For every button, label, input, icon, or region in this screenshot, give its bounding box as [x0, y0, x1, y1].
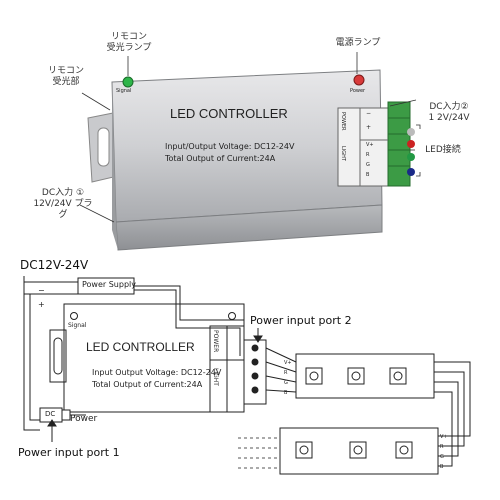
diagram-connector — [243, 339, 267, 405]
signal-led — [122, 76, 134, 88]
photo-terminal-r: R — [366, 152, 370, 158]
callout-remote-receiver: リモコン 受光部 — [47, 66, 84, 87]
strip2-pins: V+ R G B — [440, 432, 448, 472]
diagram-spec-line2: Total Output of Current:24A — [92, 380, 203, 389]
diagram-dc-label: DC12V-24V — [20, 258, 89, 272]
diagram-power-supply-label: Power Supply — [82, 280, 136, 289]
power-led — [353, 74, 365, 86]
diagram-port2-label: Power input port 2 — [250, 314, 352, 327]
diagram-minus-sign: − — [38, 286, 45, 295]
photo-signal-text: Signal — [116, 88, 132, 94]
terminal-block — [337, 101, 411, 187]
strip-wiring — [265, 347, 471, 467]
led-dot-blue — [407, 168, 415, 176]
diagram-power-text: Power — [70, 414, 98, 424]
strip1-pin-vplus: V+ — [284, 360, 292, 366]
photo-terminal-b: B — [366, 172, 370, 178]
callout-dc-input-2: DC入力② 1 2V/24V — [428, 102, 470, 123]
photo-terminal-vplus: V+ — [366, 142, 374, 148]
photo-power-text: Power — [350, 88, 366, 94]
strip1-pin-b: B — [284, 390, 288, 396]
callout-remote-lamp: リモコン 受光ランプ — [106, 32, 152, 53]
photo-terminal-plus: + — [366, 124, 372, 131]
power-wiring — [23, 276, 245, 431]
controller-body — [111, 69, 383, 251]
diagram-signal-led — [70, 312, 78, 320]
diagram-dc-box-label: DC — [45, 410, 56, 418]
diagram-terminal-light: LIGHT — [212, 368, 219, 386]
strip2-pin-vplus: V+ — [440, 434, 448, 440]
photo-terminal-power: POWER — [340, 112, 346, 131]
diagram-signal-text: Signal — [68, 322, 87, 329]
strip2-pin-g: G — [440, 454, 444, 460]
photo-spec-line2: Total Output of Current:24A — [165, 154, 276, 163]
diagram-plus-sign: + — [38, 300, 45, 309]
diagram-power-led — [228, 312, 236, 320]
photo-leader-lines — [79, 52, 421, 223]
strip2-pin-b: B — [440, 464, 444, 470]
photo-terminal-minus: − — [366, 110, 372, 117]
callout-dc-input-1: DC入力 ① 12V/24V プラグ — [33, 188, 93, 220]
diagram-terminal-power: POWER — [212, 330, 219, 353]
callout-power-lamp: 電源ランプ — [335, 38, 381, 48]
led-strip-1 — [295, 353, 435, 399]
strip1-pin-r: R — [284, 370, 288, 376]
led-dot-red — [407, 140, 415, 148]
photo-device-title: LED CONTROLLER — [170, 106, 288, 121]
diagram-controller-title: LED CONTROLLER — [86, 340, 195, 354]
strip1-pin-g: G — [284, 380, 288, 386]
extension-dashes — [238, 437, 280, 469]
led-dot-green — [407, 153, 415, 161]
diagram-spec-line1: Input Output Voltage: DC12-24V — [92, 368, 222, 377]
strip2-pin-r: R — [440, 444, 444, 450]
callout-led-connection: LED接続 — [425, 145, 461, 155]
photo-spec-line1: Input/Output Voltage: DC12-24V — [165, 142, 295, 151]
port-arrows — [47, 328, 263, 442]
photo-terminal-light: LIGHT — [340, 146, 346, 161]
led-dot-white — [407, 128, 415, 136]
led-strip-2 — [279, 427, 439, 475]
dc-plug — [39, 407, 86, 423]
photo-terminal-g: G — [366, 162, 370, 168]
strip1-pins: V+ R G B — [284, 358, 292, 398]
diagram-port1-label: Power input port 1 — [18, 446, 120, 459]
